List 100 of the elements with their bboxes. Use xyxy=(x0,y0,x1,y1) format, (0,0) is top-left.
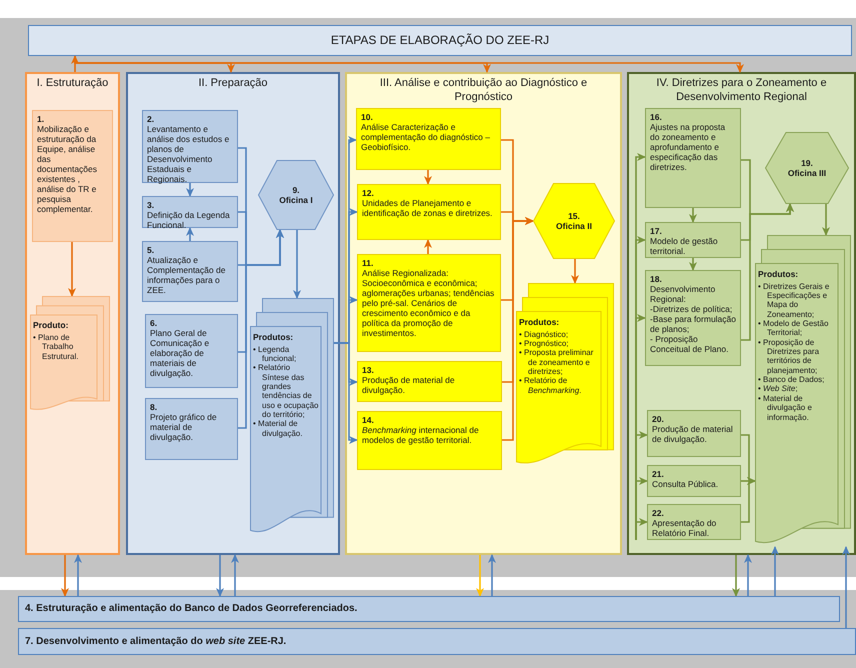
step-number: 1. xyxy=(37,114,46,124)
list-item: • Modelo de Gestão Territorial; xyxy=(758,318,830,338)
workshop-hexagon xyxy=(533,183,615,259)
step-number: 14. xyxy=(362,415,375,426)
arrow xyxy=(502,217,534,441)
arrow xyxy=(476,555,484,597)
step-number: 20. xyxy=(652,414,665,424)
column-heading: II. Preparação xyxy=(197,76,269,91)
arrow xyxy=(424,170,432,185)
list-item: • Plano de Trabalho Estrutural. xyxy=(33,333,80,362)
list-item: • Diagnóstico; xyxy=(519,330,570,339)
list-heading: Produtos: xyxy=(253,332,294,342)
step-text: Modelo de gestão territorial. xyxy=(650,236,719,256)
step-text: Definição da Legenda Funcional. xyxy=(147,210,231,230)
step-number: 6. xyxy=(150,318,158,328)
list-item: • Legenda funcional; xyxy=(253,344,298,364)
arrow xyxy=(741,477,756,523)
process-box xyxy=(357,411,502,470)
arrow xyxy=(822,204,830,236)
step-number: 11. xyxy=(362,258,374,268)
step-text: Levantamento e análise dos estudos e planos de Desenvolvimento Estaduais e Regionais. xyxy=(147,124,230,184)
arrow xyxy=(689,208,697,223)
process-box xyxy=(645,270,741,366)
list-item: • Diretrizes Gerais e Especificações e Mapa do Zoneamento; xyxy=(758,282,830,319)
process-box xyxy=(145,398,238,460)
step-text: Produção de material de divulgação. xyxy=(652,424,734,444)
step-number: 15. xyxy=(568,210,580,221)
arrow xyxy=(571,259,579,284)
arrow xyxy=(744,554,752,596)
list-item: • Material de divulgação e informação. xyxy=(758,394,813,422)
arrow xyxy=(293,230,301,299)
step-number: 17. xyxy=(650,226,663,236)
step-text: Desenvolvimento Regional: xyxy=(650,284,716,304)
step-text: -Diretrizes de política; xyxy=(650,304,734,314)
bar-text: 7. Desenvolvimento e alimentação do web site ZEE-RJ. xyxy=(25,636,286,648)
step-number: 9. xyxy=(292,184,300,195)
list-item: • Relatório Síntese das grandes tendências de uso e ocupação do território; xyxy=(253,363,319,420)
arrow xyxy=(424,239,432,254)
column-heading: IV. Diretrizes para o Zoneamento e Desenvolvimento Regional xyxy=(655,76,828,104)
step-text: Projeto gráfico de material de divulgação. xyxy=(150,412,218,442)
column-heading: III. Análise e contribuição ao Diagnóstico e Prognóstico xyxy=(378,76,588,104)
process-box xyxy=(357,254,501,352)
step-number: 18. xyxy=(650,274,663,284)
process-box xyxy=(32,110,113,242)
step-number: 22. xyxy=(652,508,665,518)
process-box xyxy=(647,504,741,540)
arrow xyxy=(74,554,82,596)
process-box xyxy=(142,110,238,183)
arrow xyxy=(238,229,284,429)
list-item: • Proposta preliminar de zoneamento e diretrizes; xyxy=(519,348,594,376)
list-item: • Relatório de Benchmarking. xyxy=(519,376,582,396)
column-panel xyxy=(25,72,120,555)
step-number: 3. xyxy=(147,200,156,210)
process-box xyxy=(647,465,741,497)
title-bar xyxy=(28,25,852,56)
step-text: Ajustes na proposta do zoneamento e aprofundamento e especificação das diretrizes. xyxy=(650,122,726,172)
list-item: • Banco de Dados; xyxy=(758,375,826,384)
column-panel xyxy=(126,72,340,555)
process-box xyxy=(357,184,501,240)
bar-text: 4. Estruturação e alimentação do Banco de Dados Georreferenciados. xyxy=(25,603,358,615)
workshop-label: Oficina I xyxy=(279,195,313,206)
step-text: - Proposição Conceitual de Plano. xyxy=(650,334,730,354)
list-item: • Prognóstico; xyxy=(519,338,570,348)
step-text: Apresentação do Relatório Final. xyxy=(652,518,718,538)
step-text: Plano Geral de Comunicação e elaboração de materiais de divulgação. xyxy=(150,328,210,378)
step-text: Produção de material de divulgação. xyxy=(362,375,456,396)
process-box xyxy=(357,361,502,402)
list-item: • Material de divulgação. xyxy=(253,419,304,438)
process-bar xyxy=(18,596,840,622)
arrow xyxy=(71,55,79,72)
arrow xyxy=(186,183,194,197)
step-number: 12. xyxy=(362,188,375,198)
step-number: 10. xyxy=(361,112,374,122)
step-text: Unidades de Planejamento e identificação de zonas e diretrizes. xyxy=(362,198,494,218)
workshop-hexagon xyxy=(258,160,334,230)
arrow xyxy=(689,258,697,271)
list-item: • Proposição de Diretrizes para territórios de planejamento; xyxy=(758,338,820,376)
column-heading: I. Estruturação xyxy=(36,76,110,91)
step-number: 21. xyxy=(652,469,665,480)
arrow xyxy=(741,203,794,341)
workshop-label: Oficina II xyxy=(556,221,592,232)
process-box xyxy=(647,410,741,457)
list-item: • Web Site; xyxy=(758,384,799,394)
workshop-hexagon xyxy=(765,132,849,204)
arrow xyxy=(61,555,69,597)
arrow xyxy=(635,518,648,540)
process-box xyxy=(145,314,238,388)
step-text: Análise Caracterização e complementação do diagnóstico – Geobiofísico. xyxy=(361,122,491,152)
step-text: Atualização e Complementação de informações para o ZEE. xyxy=(147,255,226,296)
process-bar xyxy=(18,628,856,655)
column-panel xyxy=(627,72,856,555)
step-number: 8. xyxy=(150,402,158,412)
process-box xyxy=(356,108,501,170)
arrow xyxy=(771,546,779,596)
process-box xyxy=(645,222,741,258)
step-number: 13. xyxy=(362,365,375,376)
workshop-label: Oficina III xyxy=(788,168,826,178)
arrow xyxy=(186,227,194,241)
list-heading: Produtos: xyxy=(758,268,800,279)
heading-text: ETAPAS DE ELABORAÇÃO DO ZEE-RJ xyxy=(330,33,550,48)
